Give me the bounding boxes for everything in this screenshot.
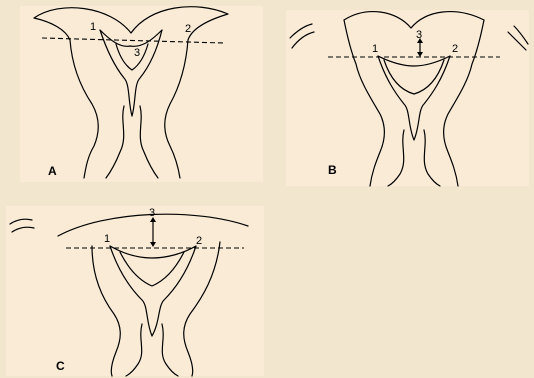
point-3-label: 3 [416, 29, 422, 41]
side-arc-right [508, 26, 528, 50]
point-1-label: 1 [372, 43, 378, 55]
inner-contour [378, 56, 450, 140]
panel-a: 1 2 3 A [20, 6, 263, 182]
cervix-outline [106, 106, 158, 178]
inner-contour [100, 30, 162, 116]
panel-letter: C [56, 359, 65, 373]
uterus-diagram-c: 1 2 3 C [6, 206, 264, 376]
cervix-outline [126, 324, 178, 376]
point-3-label: 3 [134, 47, 140, 59]
side-arc-left [290, 24, 314, 48]
panel-c: 1 2 3 C [6, 206, 264, 376]
arrowhead-down [417, 52, 423, 57]
point-3-label: 3 [149, 207, 155, 219]
outer-contour [344, 12, 484, 186]
point-1-label: 1 [90, 21, 96, 33]
panel-letter: B [328, 163, 337, 177]
point-1-label: 1 [104, 233, 110, 245]
cavity-outline [120, 252, 184, 286]
panel-b: 1 2 3 B [286, 10, 529, 186]
uterus-diagram-a: 1 2 3 A [20, 6, 263, 182]
inner-contour [110, 246, 196, 336]
outer-contour [34, 7, 228, 178]
panel-letter: A [48, 164, 57, 178]
point-2-label: 2 [452, 43, 458, 55]
point-2-label: 2 [185, 23, 191, 35]
interostial-line [42, 38, 224, 43]
arrowhead-down [150, 242, 156, 247]
cavity-outline [116, 44, 148, 70]
point-2-label: 2 [196, 235, 202, 247]
uterus-diagram-b: 1 2 3 B [286, 10, 529, 186]
side-arc-left [10, 219, 34, 232]
